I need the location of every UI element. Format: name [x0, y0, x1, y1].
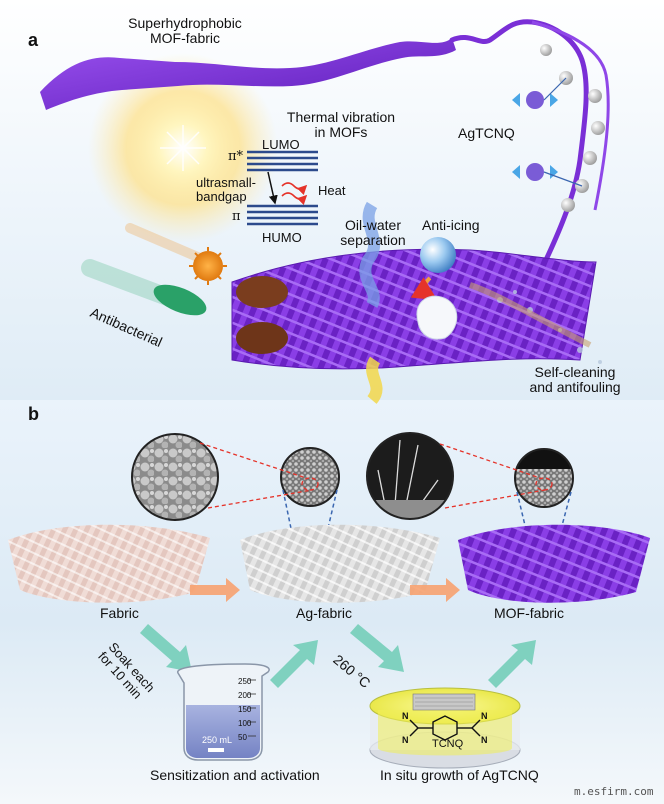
mof-fabric-label: MOF-fabric [494, 605, 564, 621]
beaker-volume-label: 250 mL [202, 735, 233, 745]
tcnq-label: TCNQ [432, 738, 464, 750]
thermal-line-1: Thermal vibration [286, 109, 396, 125]
oil-water-label: Oil-water separation [328, 217, 418, 249]
beaker-mark-250: 250 [238, 677, 252, 686]
n-atom-1: N [402, 711, 409, 721]
sun-rays [160, 125, 206, 171]
arrow-activation [270, 640, 318, 688]
arrow-soak [140, 624, 192, 672]
self-cleaning-label: Self-cleaning and antifouling [520, 364, 630, 396]
beaker-mark-100: 100 [238, 719, 252, 728]
self-line-1: Self-cleaning [534, 364, 616, 380]
ice-droplet-icon [416, 295, 458, 340]
panel-b-label: b [28, 404, 39, 424]
sem-inset-ag [281, 448, 339, 506]
sem-inset-needles [367, 433, 453, 519]
humo-label: HUMO [262, 230, 302, 245]
beaker-mark-200: 200 [238, 691, 252, 700]
water-droplet-icon [420, 237, 456, 273]
self-line-2: and antifouling [529, 379, 621, 396]
n-atom-3: N [481, 711, 488, 721]
superhydrophobic-label: Superhydrophobic MOF-fabric [120, 15, 250, 47]
arrow-fabric-to-ag [190, 578, 240, 602]
beaker-mark-50: 50 [238, 733, 247, 742]
superhydrophobic-line-2: MOF-fabric [150, 30, 220, 47]
bandgap-line-1: ultrasmall- [196, 175, 256, 190]
agtcnq-molecule-2 [512, 163, 583, 187]
fabric-sample [8, 524, 210, 603]
arrow-growth [488, 640, 536, 688]
beaker-marks: 250 200 150 100 50 [238, 675, 251, 745]
dirt-patch-2 [236, 322, 288, 354]
anti-icing-label: Anti-icing [422, 217, 480, 233]
band-diagram [247, 150, 318, 226]
oil-line-2: separation [340, 232, 406, 249]
ag-fabric-label: Ag-fabric [296, 605, 353, 621]
superhydrophobic-line-1: Superhydrophobic [128, 15, 242, 31]
pi-star-label: π* [228, 149, 244, 164]
fiber-strand-2 [531, 20, 610, 211]
fabric-label: Fabric [100, 605, 139, 621]
bandgap-line-2: bandgap [196, 188, 247, 204]
sensitization-label: Sensitization and activation [150, 767, 320, 783]
n-atom-2: N [402, 735, 409, 745]
mof-fabric-ribbon [40, 38, 456, 110]
insitu-growth-label: In situ growth of AgTCNQ [380, 767, 539, 783]
oil-water-stream [359, 201, 380, 308]
beaker-icon [177, 663, 270, 761]
thermal-line-2: in MOFs [314, 124, 368, 141]
petri-dish-icon [369, 687, 521, 769]
oil-line-1: Oil-water [344, 217, 401, 233]
bandgap-label: ultrasmall- bandgap [196, 176, 256, 203]
ag-fabric-sample [240, 524, 440, 603]
bacteria-icon [81, 223, 227, 316]
heat-label: Heat [318, 183, 346, 198]
mof-fabric-sample [458, 524, 650, 603]
arrow-ag-to-mof [410, 578, 460, 602]
zoom-connectors-red [199, 442, 553, 509]
thermal-vibration-label: Thermal vibration in MOFs [276, 109, 406, 141]
agtcnq-molecule-1 [512, 77, 567, 109]
lumo-label: LUMO [262, 137, 300, 152]
dirt-stream [469, 282, 592, 348]
agtcnq-label: AgTCNQ [458, 125, 515, 141]
watermark: m.esfirm.com [574, 785, 654, 798]
dirt-patch [236, 276, 288, 308]
arrow-heat [350, 624, 404, 672]
n-atom-4: N [481, 735, 488, 745]
beaker-mark-150: 150 [238, 705, 252, 714]
mof-fabric-woven [231, 248, 597, 370]
panel-a-label: a [28, 30, 39, 50]
sem-inset-fabric [132, 434, 218, 520]
oil-drops [366, 356, 383, 404]
pi-label: π [232, 209, 241, 224]
